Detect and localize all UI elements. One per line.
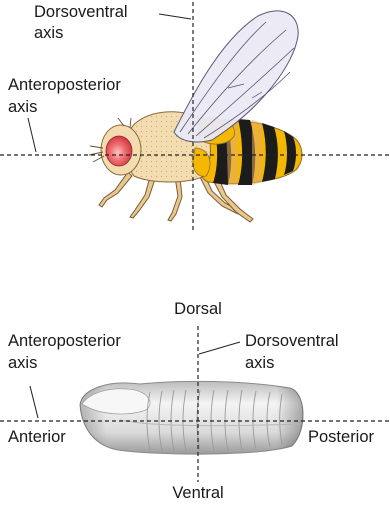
- dorsal-label: Dorsal: [174, 300, 222, 319]
- embryo-illustration: [80, 381, 303, 454]
- top-ap-label-line1: Anteroposterior: [8, 76, 121, 95]
- fly-eye: [106, 136, 132, 166]
- fly-illustration: [89, 11, 302, 222]
- bottom-dv-label-line2: axis: [245, 354, 274, 373]
- bottom-ap-leader: [30, 386, 38, 418]
- top-ap-leader: [28, 118, 36, 152]
- top-dv-label-line2: axis: [34, 24, 63, 43]
- anterior-label: Anterior: [8, 428, 66, 447]
- posterior-label: Posterior: [308, 428, 374, 447]
- bottom-ap-label-line2: axis: [8, 354, 37, 373]
- top-ap-label-line2: axis: [8, 98, 37, 117]
- bottom-dv-leader: [199, 342, 240, 354]
- ventral-label: Ventral: [172, 484, 223, 503]
- top-dv-label-line1: Dorsoventral: [34, 3, 128, 22]
- top-dv-leader: [159, 14, 191, 19]
- bottom-ap-label-line1: Anteroposterior: [8, 332, 121, 351]
- bottom-dv-label-line1: Dorsoventral: [245, 332, 339, 351]
